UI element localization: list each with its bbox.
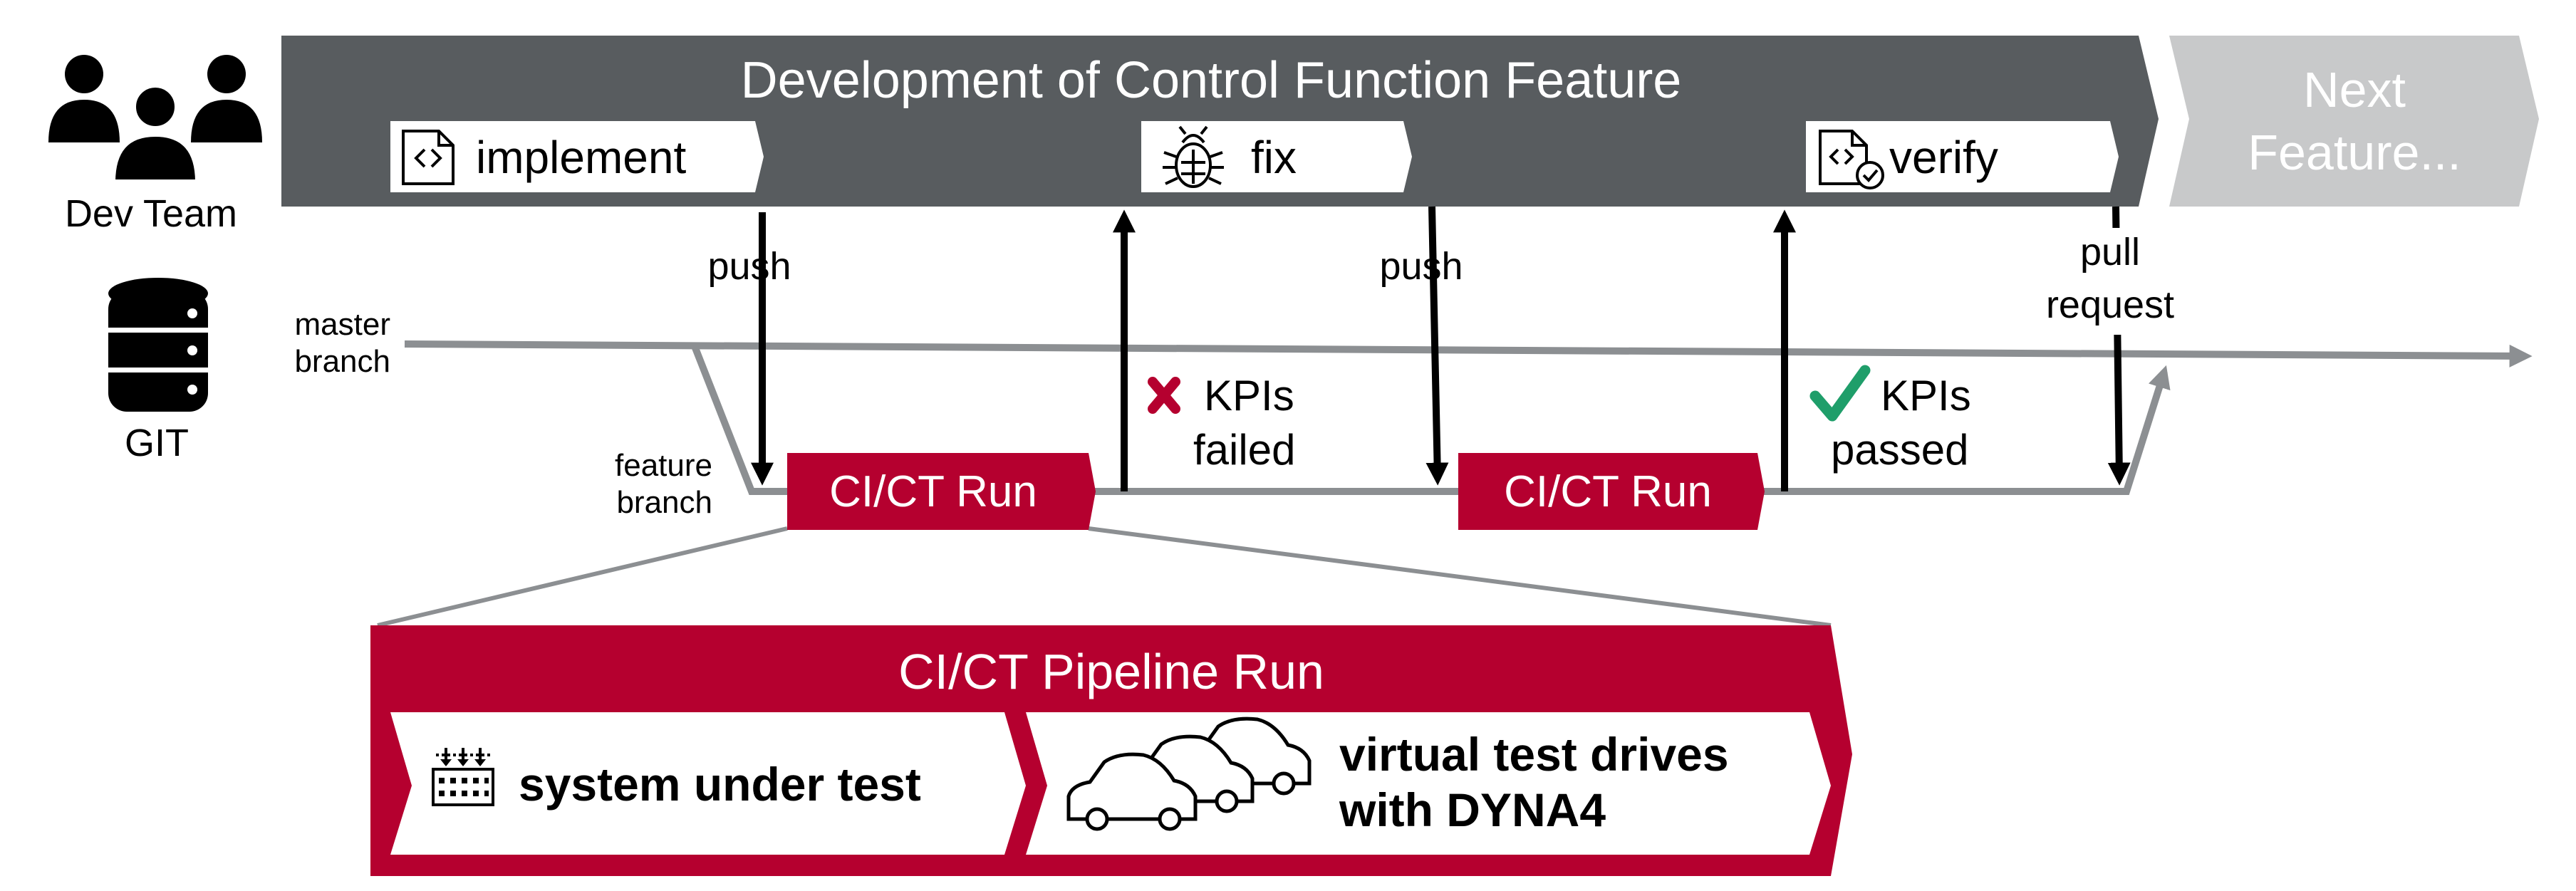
code-check-icon [1819, 130, 1884, 189]
development-title: Development of Control Function Feature [741, 52, 1682, 109]
master-branch-label-1: master [295, 307, 390, 342]
fix-step: fix [1141, 121, 1412, 192]
verify-step: verify [1806, 121, 2119, 192]
ci-ct-run-label-2: CI/CT Run [1504, 467, 1712, 516]
implement-label: implement [476, 132, 686, 183]
kpi-failed-line1: KPIs [1204, 372, 1294, 420]
master-branch-label-2: branch [294, 344, 390, 379]
pull-request-label-1: pull [2080, 231, 2140, 273]
feature-branch-line [691, 345, 2171, 495]
chip-icon [432, 748, 494, 806]
kpi-failed-line2: failed [1193, 426, 1295, 474]
pull-request-label-2: request [2046, 283, 2174, 326]
virtual-test-drives-line1: virtual test drives [1339, 728, 1729, 781]
fix-label: fix [1251, 132, 1297, 183]
master-branch-line [404, 340, 2533, 368]
cross-icon [1148, 377, 1180, 414]
next-feature-line1: Next [2303, 62, 2406, 118]
dev-team-label: Dev Team [65, 192, 237, 235]
implement-step: implement [390, 121, 764, 192]
ci-ct-run-box-1: CI/CT Run [787, 453, 1096, 530]
ci-ct-run-box-2: CI/CT Run [1458, 453, 1765, 530]
pipeline-title: CI/CT Pipeline Run [898, 644, 1324, 699]
next-feature-line2: Feature... [2248, 125, 2461, 180]
pull-label-backdrop [2049, 228, 2184, 335]
ci-ct-run-label-1: CI/CT Run [829, 467, 1037, 516]
check-icon [1809, 365, 1871, 422]
kpi-passed-line1: KPIs [1881, 372, 1971, 420]
bug-icon [1163, 125, 1224, 188]
zoom-line-right [1088, 526, 1832, 627]
feature-branch-label-2: branch [616, 485, 712, 520]
virtual-test-drives-line2: with DYNA4 [1339, 783, 1606, 836]
code-file-icon [402, 130, 455, 185]
verify-label: verify [1889, 132, 1998, 183]
zoom-line-left [377, 526, 788, 627]
cars-icon [1066, 717, 1312, 831]
push-label-1: push [707, 245, 791, 288]
database-icon [108, 278, 208, 412]
virtual-test-drives-step: virtual test drives with DYNA4 [1026, 712, 1831, 855]
push-label-2: push [1379, 245, 1463, 288]
push-arrow-2 [1425, 206, 1449, 486]
next-feature-chevron [2169, 36, 2539, 207]
git-label: GIT [125, 422, 189, 464]
kpi-passed-line2: passed [1831, 426, 1968, 474]
system-under-test-label: system under test [519, 758, 921, 811]
feature-branch-label-1: feature [615, 448, 712, 483]
people-group-icon [48, 55, 262, 185]
system-under-test-step: system under test [390, 712, 1026, 855]
